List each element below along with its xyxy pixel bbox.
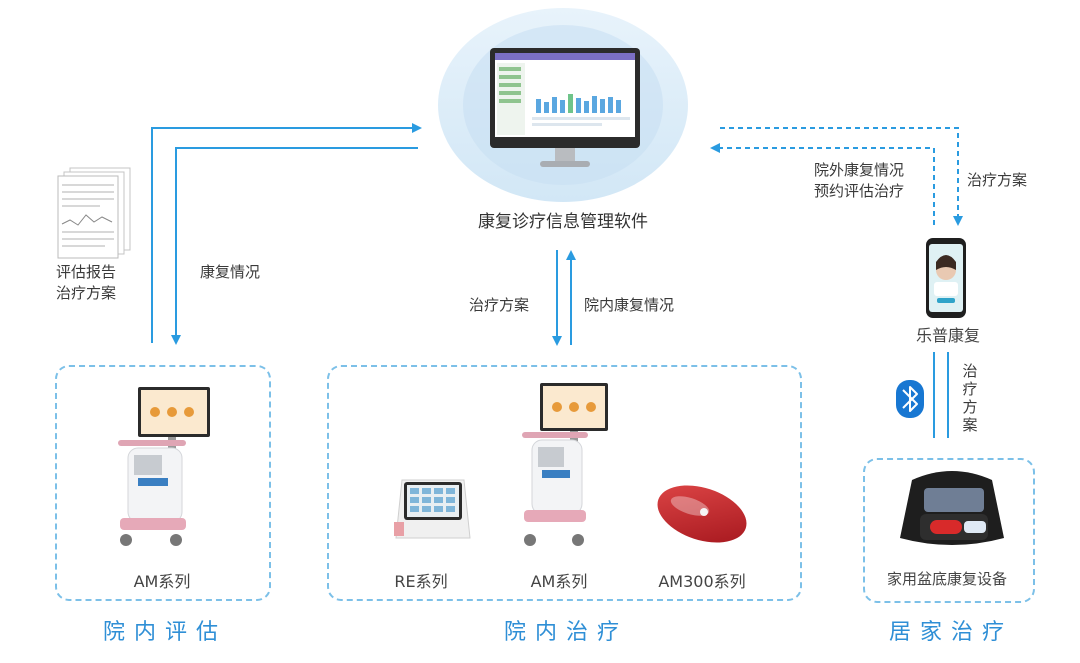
in-hospital-treatment-title: 院内治疗 [504, 620, 629, 645]
right-arrow-in-label-line1: 院外康复情况 [814, 161, 905, 179]
in-hospital-treatment-box [327, 365, 802, 601]
bluetooth-label-char: 疗 [962, 380, 978, 398]
cart-device-icon-middle [522, 383, 608, 546]
left-arrow-label: 康复情况 [200, 263, 261, 281]
right-arrow-from-software [720, 127, 963, 226]
left-arrow-from-software [171, 147, 418, 345]
device-label-re: RE系列 [394, 572, 448, 591]
bluetooth-link-lines [933, 352, 949, 438]
document-icon [57, 167, 131, 259]
middle-arrow-down-label: 治疗方案 [469, 296, 530, 314]
device-label-am: AM系列 [530, 572, 588, 591]
monitor-icon [438, 8, 688, 202]
home-treatment-title: 居家治疗 [889, 620, 1014, 645]
bluetooth-icon [896, 380, 924, 418]
pod-device-icon [657, 485, 747, 543]
cart-device-icon [118, 387, 210, 546]
in-hospital-evaluation-title: 院内评估 [103, 620, 228, 645]
software-title: 康复诊疗信息管理软件 [478, 212, 648, 232]
tablet-device-icon [394, 479, 471, 539]
bluetooth-label-char: 治 [962, 362, 978, 380]
right-arrow-to-software [710, 143, 935, 225]
home-treatment-box [863, 458, 1035, 603]
left-arrow-to-software [151, 123, 422, 343]
right-arrow-out-label: 治疗方案 [967, 171, 1028, 189]
bluetooth-label-char: 方 [962, 398, 978, 416]
left-device-label: AM系列 [133, 572, 191, 591]
phone-icon [926, 238, 966, 318]
case-device-icon [900, 471, 1004, 545]
bluetooth-label-char: 案 [962, 416, 978, 434]
app-label: 乐普康复 [915, 326, 980, 345]
device-label-am300: AM300系列 [658, 572, 746, 591]
doc-caption-line1: 评估报告 [56, 263, 117, 281]
doc-caption-line2: 治疗方案 [56, 284, 117, 302]
middle-arrow-up-label: 院内康复情况 [584, 296, 675, 314]
in-hospital-evaluation-box [55, 365, 271, 601]
home-device-label: 家用盆底康复设备 [886, 570, 1007, 588]
right-arrow-in-label-line2: 预约评估治疗 [814, 182, 905, 200]
bluetooth-label-vertical: 治 疗 方 案 [961, 362, 979, 434]
